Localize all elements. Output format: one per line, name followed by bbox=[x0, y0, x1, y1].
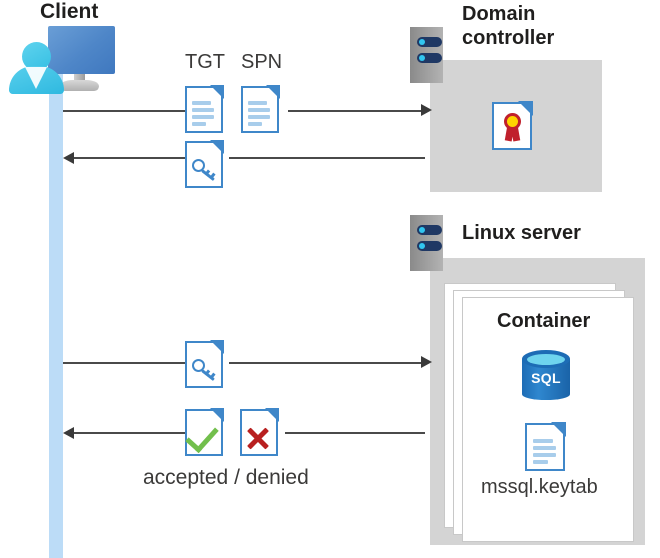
label-container: Container bbox=[497, 310, 591, 332]
key-icon bbox=[192, 357, 218, 382]
service-ticket-key-document-icon bbox=[185, 140, 224, 188]
client-workstation-icon bbox=[8, 24, 115, 94]
label-tgt: TGT bbox=[185, 51, 225, 73]
rack-bay-2 bbox=[417, 53, 442, 63]
label-client: Client bbox=[40, 0, 99, 23]
flow-request-arrowhead bbox=[421, 104, 432, 116]
server-rack-icon-dc bbox=[410, 27, 443, 83]
seal-disc bbox=[504, 113, 521, 130]
sql-badge-label: SQL bbox=[531, 370, 561, 386]
doc-fold-corner bbox=[266, 85, 280, 99]
flow-request-line-left bbox=[63, 110, 185, 112]
flow-request-line-right bbox=[288, 110, 421, 112]
label-domain-controller: Domain controller bbox=[462, 3, 555, 49]
flow-result-line-right bbox=[285, 432, 425, 434]
client-lifeline bbox=[49, 68, 63, 558]
cylinder-top bbox=[522, 350, 570, 368]
monitor-neck bbox=[74, 74, 85, 84]
server-rack-icon-linux bbox=[410, 215, 443, 271]
accepted-document-icon bbox=[185, 408, 224, 456]
container-card-front[interactable] bbox=[462, 297, 634, 542]
monitor-base bbox=[60, 80, 99, 91]
flow-ticket-line-right bbox=[229, 157, 425, 159]
x-icon bbox=[245, 425, 271, 451]
flow-present-line-left bbox=[63, 362, 185, 364]
user-collar-icon bbox=[25, 67, 47, 89]
sql-database-icon: SQL bbox=[522, 350, 570, 400]
label-accepted-denied: accepted / denied bbox=[143, 466, 309, 489]
flow-present-line-right bbox=[229, 362, 421, 364]
rack-bay-2 bbox=[417, 241, 442, 251]
doc-fold-corner bbox=[210, 340, 224, 354]
doc-fold-corner bbox=[210, 85, 224, 99]
doc-fold-corner bbox=[265, 408, 279, 422]
doc-fold-corner bbox=[551, 422, 566, 437]
certificate-seal-icon bbox=[503, 113, 522, 142]
doc-fold-corner bbox=[210, 408, 224, 422]
rack-bay-1 bbox=[417, 37, 442, 47]
label-linux-server: Linux server bbox=[462, 222, 581, 244]
present-ticket-key-document-icon bbox=[185, 340, 224, 388]
monitor-screen bbox=[48, 26, 115, 74]
flow-present-arrowhead bbox=[421, 356, 432, 368]
certificate-document-icon bbox=[492, 101, 533, 150]
flow-ticket-arrowhead bbox=[63, 152, 74, 164]
label-keytab-file: mssql.keytab bbox=[481, 476, 598, 498]
tgt-document-icon bbox=[185, 85, 224, 133]
flow-result-line-left bbox=[74, 432, 185, 434]
key-icon bbox=[192, 157, 218, 182]
rack-bay-1 bbox=[417, 225, 442, 235]
keytab-document-icon bbox=[525, 422, 566, 471]
doc-fold-corner bbox=[518, 101, 533, 116]
flow-result-arrowhead bbox=[63, 427, 74, 439]
label-spn: SPN bbox=[241, 51, 283, 73]
denied-document-icon bbox=[240, 408, 279, 456]
flow-ticket-line-left bbox=[74, 157, 185, 159]
spn-document-icon bbox=[241, 85, 280, 133]
doc-fold-corner bbox=[210, 140, 224, 154]
